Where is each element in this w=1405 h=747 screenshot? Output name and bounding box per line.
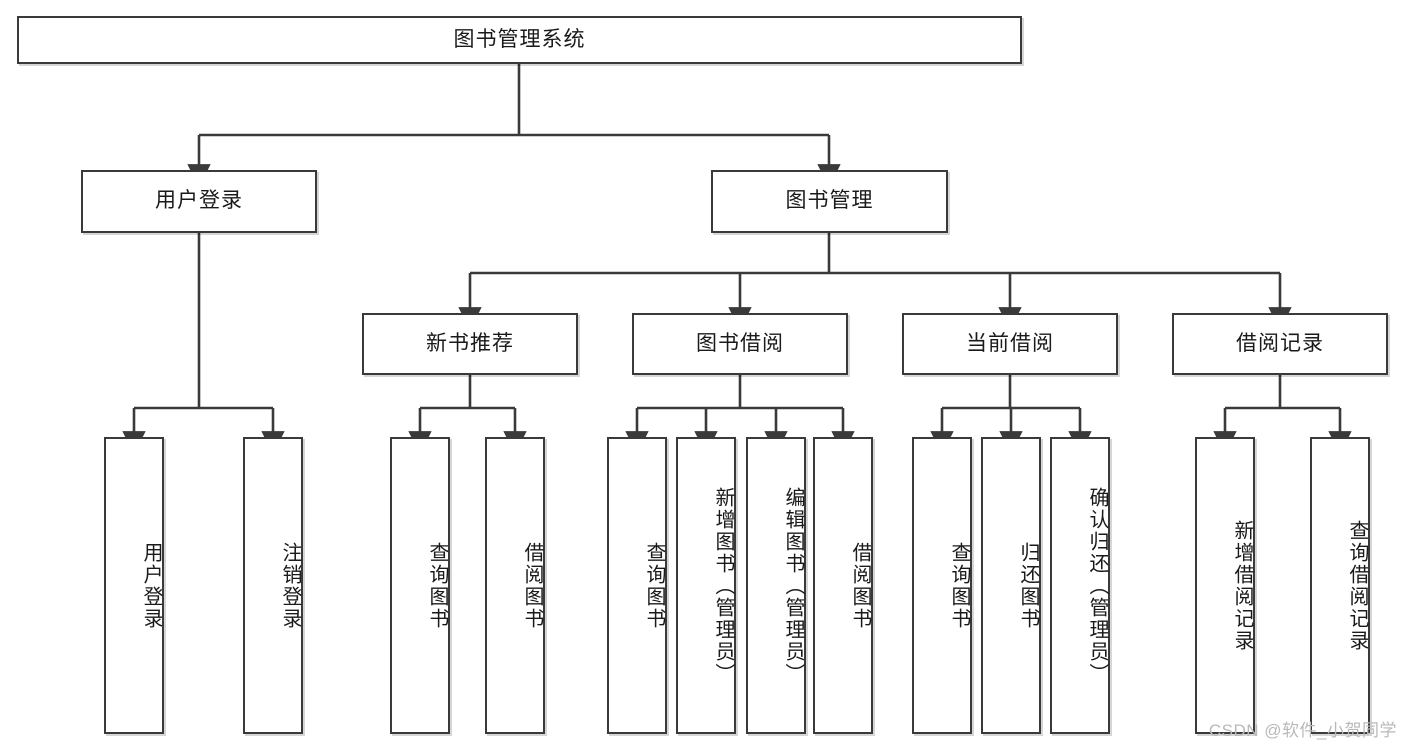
node-new-book-rec[interactable]: 新书推荐 (362, 313, 578, 375)
node-leaf-query-book-3-label: 查询图书 (948, 541, 970, 630)
node-leaf-return-book[interactable]: 归还图书 (981, 437, 1041, 734)
node-leaf-user-login[interactable]: 用户登录 (104, 437, 164, 734)
node-leaf-query-book-1-label: 查询图书 (426, 541, 448, 630)
node-book-manage[interactable]: 图书管理 (711, 170, 948, 233)
node-leaf-edit-book-label: 编辑图书（管理员） (782, 486, 804, 685)
node-leaf-borrow-book-1[interactable]: 借阅图书 (485, 437, 545, 734)
node-leaf-query-book-1[interactable]: 查询图书 (390, 437, 450, 734)
node-borrow-record[interactable]: 借阅记录 (1172, 313, 1388, 375)
node-root[interactable]: 图书管理系统 (17, 16, 1022, 64)
node-leaf-logout[interactable]: 注销登录 (243, 437, 303, 734)
node-leaf-add-record[interactable]: 新增借阅记录 (1195, 437, 1255, 734)
node-leaf-confirm-return-label: 确认归还（管理员） (1086, 486, 1108, 685)
node-leaf-query-record[interactable]: 查询借阅记录 (1310, 437, 1370, 734)
node-leaf-return-book-label: 归还图书 (1017, 541, 1039, 630)
node-user-login[interactable]: 用户登录 (81, 170, 317, 233)
node-leaf-borrow-book-2[interactable]: 借阅图书 (813, 437, 873, 734)
node-current-borrow[interactable]: 当前借阅 (902, 313, 1118, 375)
watermark-text: CSDN @软件_小贺同学 (1208, 721, 1397, 740)
node-leaf-query-book-2-label: 查询图书 (643, 541, 665, 630)
node-leaf-add-record-label: 新增借阅记录 (1231, 519, 1253, 652)
node-leaf-borrow-book-1-label: 借阅图书 (521, 541, 543, 630)
node-leaf-add-book-label: 新增图书（管理员） (712, 486, 734, 685)
node-book-borrow-label: 图书借阅 (696, 331, 784, 355)
node-user-login-label: 用户登录 (155, 189, 243, 213)
node-current-borrow-label: 当前借阅 (966, 331, 1054, 355)
node-leaf-borrow-book-2-label: 借阅图书 (849, 541, 871, 630)
node-leaf-query-record-label: 查询借阅记录 (1346, 519, 1368, 652)
node-leaf-logout-label: 注销登录 (279, 541, 301, 630)
node-new-book-rec-label: 新书推荐 (426, 331, 514, 355)
node-leaf-edit-book[interactable]: 编辑图书（管理员） (746, 437, 806, 734)
node-leaf-add-book[interactable]: 新增图书（管理员） (676, 437, 736, 734)
node-borrow-record-label: 借阅记录 (1236, 331, 1324, 355)
node-leaf-confirm-return[interactable]: 确认归还（管理员） (1050, 437, 1110, 734)
node-book-borrow[interactable]: 图书借阅 (632, 313, 848, 375)
node-book-manage-label: 图书管理 (785, 189, 874, 213)
connector-paths (122, 64, 1352, 455)
node-leaf-user-login-label: 用户登录 (140, 541, 162, 630)
node-leaf-query-book-3[interactable]: 查询图书 (912, 437, 972, 734)
node-leaf-query-book-2[interactable]: 查询图书 (607, 437, 667, 734)
node-root-label: 图书管理系统 (453, 27, 586, 51)
